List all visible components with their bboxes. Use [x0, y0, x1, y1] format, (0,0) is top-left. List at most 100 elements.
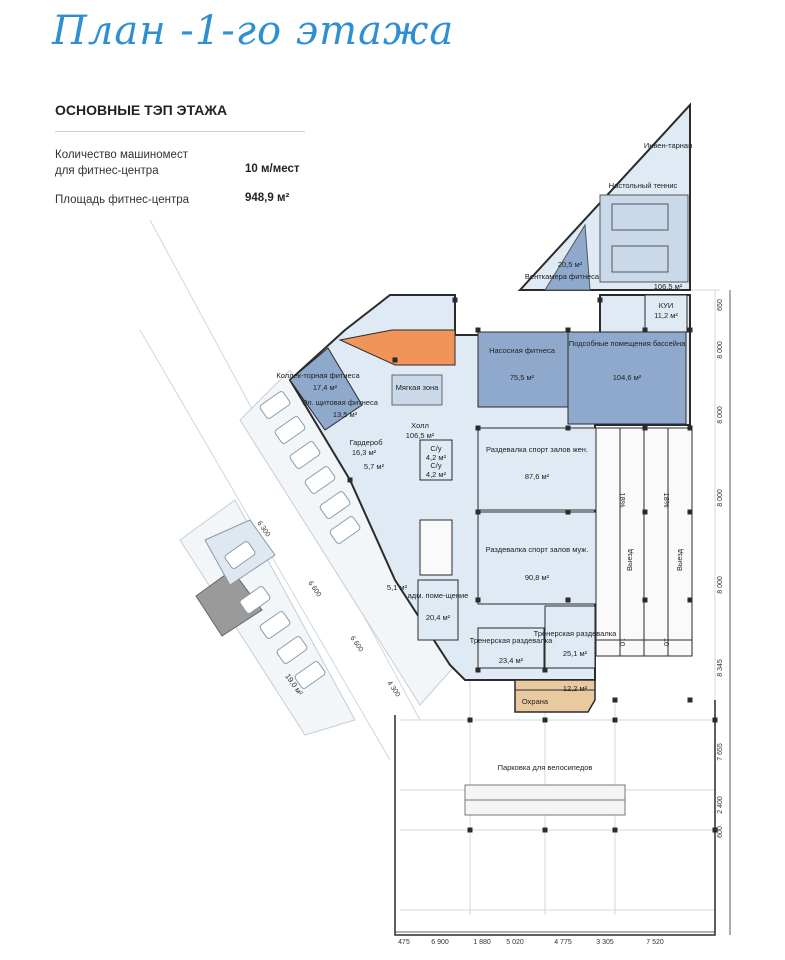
- kui-label: КУИ: [659, 301, 674, 310]
- locker-w-label: Раздевалка спорт залов жен.: [486, 445, 588, 454]
- dim-diag-3: 6 600: [348, 635, 364, 653]
- column-5: [565, 425, 571, 431]
- dim-bottom-4: 4 775: [554, 939, 572, 946]
- dim-bottom-1: 6 900: [431, 939, 449, 946]
- column-20: [467, 717, 473, 723]
- column-31: [347, 477, 353, 483]
- dim-right-1: 8 000: [717, 341, 724, 359]
- collector-area: 17,4 м²: [313, 383, 338, 392]
- column-12: [475, 597, 481, 603]
- wc2-area: 4,2 м²: [426, 470, 447, 479]
- security-label: Охрана: [522, 697, 549, 706]
- kui-area: 11,2 м²: [654, 311, 678, 320]
- dim-right-6: 7 655: [717, 743, 724, 761]
- hall-area: 106,5 м²: [406, 431, 435, 440]
- parking-spot-2: [289, 441, 321, 469]
- dim-right-7: 2 400: [717, 796, 724, 814]
- wardrobe-label: Гардероб: [350, 438, 383, 447]
- pump-area: 75,5 м²: [510, 373, 535, 382]
- dimension-lines: [395, 290, 731, 935]
- hall-label: Холл: [411, 421, 429, 430]
- dim-right-4: 8 000: [717, 576, 724, 594]
- dim-right-2: 8 000: [717, 406, 724, 424]
- inventory-label: Инвен-тарная: [644, 141, 692, 150]
- column-21: [542, 717, 548, 723]
- structural-columns: [347, 297, 718, 833]
- trainer2-area: 25,1 м²: [563, 649, 588, 658]
- lower-parking: [394, 700, 716, 936]
- tep-heading: ОСНОВНЫЕ ТЭП ЭТАЖА: [55, 102, 228, 118]
- collector-label: Коллек-торная фитнеса: [276, 371, 360, 380]
- column-30: [392, 357, 398, 363]
- wc1-area: 4,2 м²: [426, 453, 447, 462]
- parking-spot-5: [329, 516, 361, 544]
- parking-spot-1: [274, 416, 306, 444]
- parking-spot-7: [239, 586, 271, 614]
- ramp-exit-1: Выезд: [625, 548, 634, 571]
- column-29: [597, 297, 603, 303]
- vent-label: Венткамера фитнеса: [525, 272, 600, 281]
- column-9: [565, 509, 571, 515]
- column-28: [452, 297, 458, 303]
- parking-label-line1: Количество машиномест: [55, 149, 188, 161]
- column-17: [542, 667, 548, 673]
- parking-spot-0: [259, 391, 291, 419]
- column-24: [467, 827, 473, 833]
- fitness-area: [288, 102, 691, 713]
- tennis-label: Настольный теннис: [609, 181, 678, 190]
- admin-area: 20,4 м²: [426, 613, 451, 622]
- column-19: [687, 697, 693, 703]
- wardrobe-small-area: 5,7 м²: [364, 462, 385, 471]
- column-0: [475, 327, 481, 333]
- wardrobe-area: 16,3 м²: [352, 448, 377, 457]
- el-room-area: 13,5 м²: [333, 410, 358, 419]
- tennis-area: 106,5 м²: [654, 282, 683, 291]
- page-title: План -1-го этажа: [52, 8, 455, 54]
- column-3: [687, 327, 693, 333]
- column-11: [687, 509, 693, 515]
- column-14: [642, 597, 648, 603]
- column-7: [687, 425, 693, 431]
- column-15: [687, 597, 693, 603]
- dim-bottom-0: 475: [398, 939, 410, 946]
- trainer2-label: Тренерская раздевалка: [534, 629, 617, 638]
- trainer1-label: Тренерская раздевалка: [470, 636, 553, 645]
- dim-right-0: 650: [717, 299, 724, 311]
- soft-zone-label: Мягкая зона: [396, 383, 439, 392]
- column-27: [712, 827, 718, 833]
- parking-label-line2: для фитнес-центра: [55, 165, 159, 177]
- pool-aux-label: Подсобные помещения бассейна: [569, 339, 686, 348]
- column-16: [475, 667, 481, 673]
- pump-label: Насосная фитнеса: [489, 346, 556, 355]
- ramp-slope-3: 10: [618, 638, 627, 646]
- column-25: [542, 827, 548, 833]
- column-1: [565, 327, 571, 333]
- trainer1-area: 23,4 м²: [499, 656, 524, 665]
- el-room-label: Эл. щитовая фитнеса: [302, 398, 379, 407]
- parking-spot-6: [224, 541, 256, 569]
- dim-right-5: 8 345: [717, 659, 724, 677]
- column-10: [642, 509, 648, 515]
- dim-diag-2: 6 600: [306, 580, 322, 598]
- dim-bottom-6: 7 520: [646, 939, 664, 946]
- ramp-slope-1: 18%: [618, 492, 627, 507]
- column-23: [712, 717, 718, 723]
- dim-bottom-3: 5 020: [506, 939, 524, 946]
- column-22: [612, 717, 618, 723]
- pool-aux-area: 104,6 м²: [613, 373, 642, 382]
- parking-spot-10: [294, 661, 326, 689]
- dim-bottom-2: 1 880: [473, 939, 491, 946]
- parking-spot-8: [259, 611, 291, 639]
- dim-right-8: 600: [717, 826, 724, 838]
- tep-divider: [55, 131, 305, 132]
- dim-diag-4: 4 300: [385, 680, 401, 698]
- parking-spot-4: [319, 491, 351, 519]
- security-area: 12,2 м²: [563, 684, 588, 693]
- parking-spot-9: [276, 636, 308, 664]
- room-labels: Инвен-тарная Настольный теннис 106,5 м² …: [276, 141, 692, 772]
- parking-spot-3: [304, 466, 336, 494]
- ramp-exit-2: Выезд: [675, 548, 684, 571]
